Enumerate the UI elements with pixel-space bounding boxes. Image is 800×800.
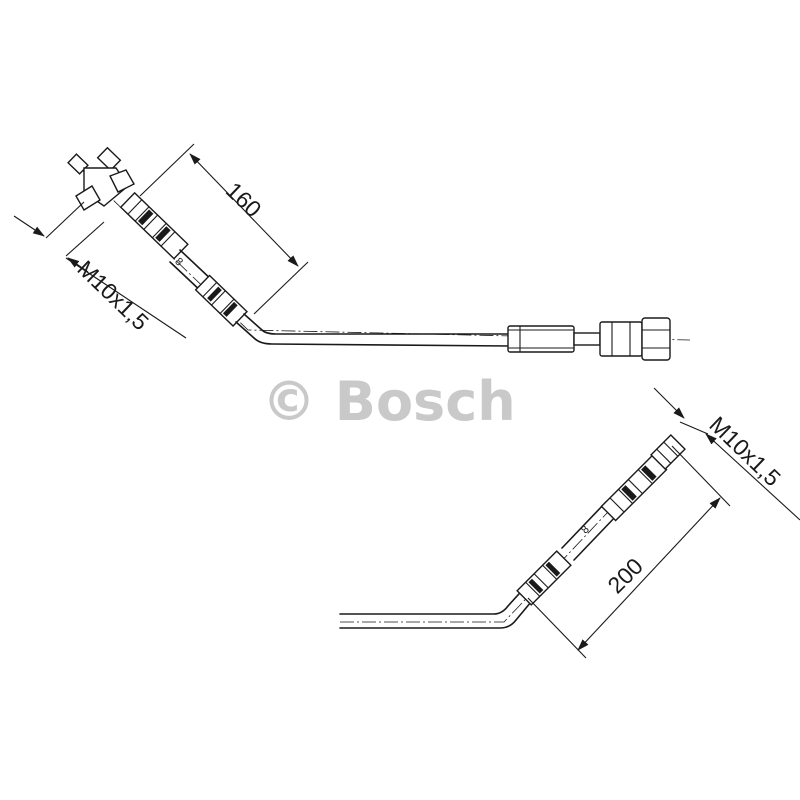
- top-banjo-fitting: [67, 146, 135, 211]
- bottom-length-label: 200: [602, 553, 648, 599]
- svg-text:8: 8: [579, 524, 592, 537]
- top-hose: 8: [13, 143, 691, 361]
- top-crimp-fitting-1: [119, 191, 189, 260]
- bottom-crimp-fitting-1: [516, 550, 572, 606]
- bottom-crimp-fitting-2: [600, 454, 668, 522]
- bottom-thread-label: M10x1,5: [704, 411, 786, 491]
- bosch-watermark: © Bosch: [262, 370, 516, 433]
- bottom-end-ferrule: [650, 434, 686, 470]
- top-tube-nut: [507, 317, 671, 361]
- top-length-label: 160: [221, 177, 267, 222]
- top-thread-label: M10x1,5: [72, 255, 154, 335]
- top-crimp-fitting-2: [194, 274, 248, 327]
